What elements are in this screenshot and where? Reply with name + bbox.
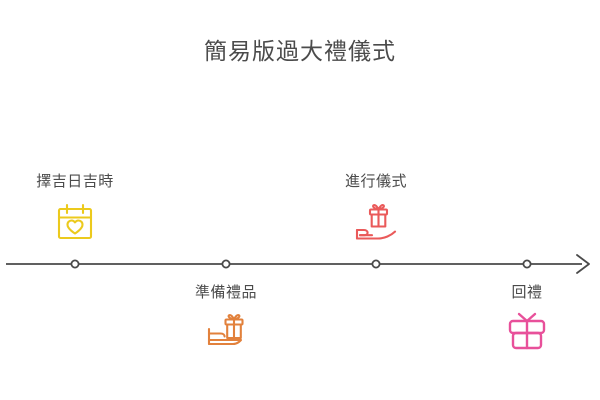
timeline-step-4[interactable]: 回禮 xyxy=(447,283,600,355)
timeline-axis-svg xyxy=(6,254,590,274)
timeline-axis xyxy=(0,248,600,282)
timeline-step-1[interactable]: 擇吉日吉時 xyxy=(0,172,155,246)
calendar-heart-icon xyxy=(0,198,155,246)
timeline-arrow-icon xyxy=(576,254,590,274)
timeline-step-2[interactable]: 準備禮品 xyxy=(146,283,306,355)
timeline-step-3-label: 進行儀式 xyxy=(344,173,407,190)
timeline-marker-3[interactable] xyxy=(371,259,381,269)
timeline-step-3[interactable]: 進行儀式 xyxy=(296,172,456,246)
timeline-marker-1[interactable] xyxy=(70,259,80,269)
hand-gift-flat-icon xyxy=(146,307,306,355)
timeline-step-1-label: 擇吉日吉時 xyxy=(36,173,114,190)
timeline-marker-4[interactable] xyxy=(522,259,532,269)
page-title: 簡易版過大禮儀式 xyxy=(204,38,396,64)
gift-box-icon xyxy=(447,307,600,355)
hand-gift-open-palm-icon xyxy=(296,198,456,246)
timeline-marker-2[interactable] xyxy=(221,259,231,269)
timeline-step-2-label: 準備禮品 xyxy=(194,284,257,301)
timeline-step-4-label: 回禮 xyxy=(511,284,543,301)
